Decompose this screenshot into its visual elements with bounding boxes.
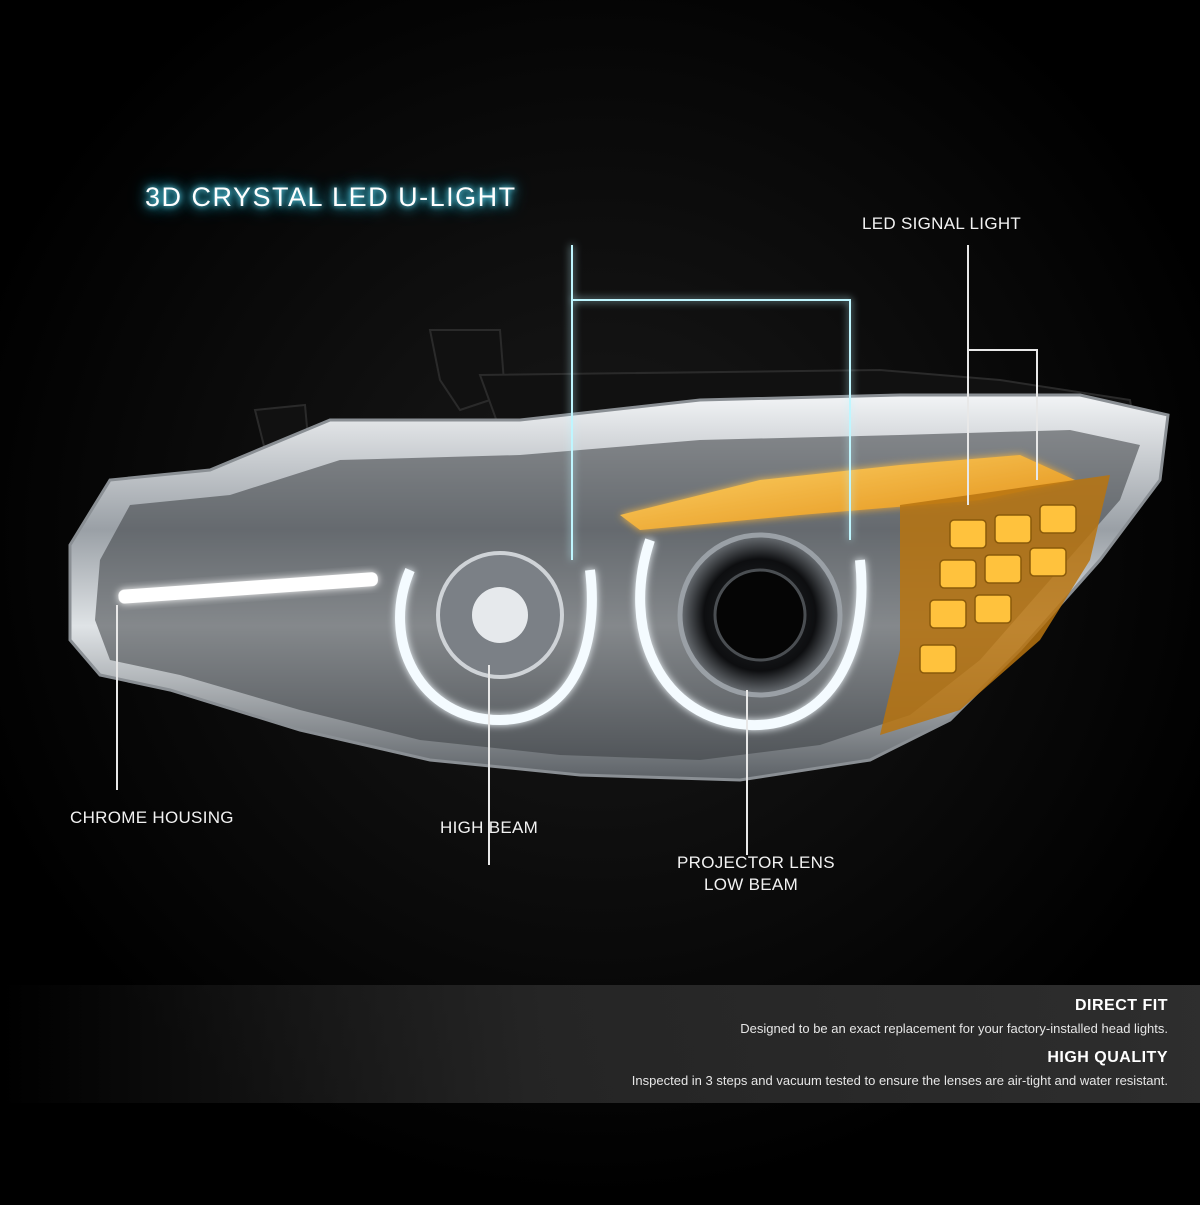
led-signal-light [620, 455, 1110, 735]
u-light-rings [395, 538, 867, 731]
callout-low-beam: LOW BEAM [704, 875, 799, 894]
feature-info-band: DIRECT FIT Designed to be an exact repla… [0, 985, 1200, 1103]
callout-lines [116, 245, 1038, 865]
feature-text-direct-fit: Designed to be an exact replacement for … [740, 1021, 1168, 1036]
feature-title: 3D CRYSTAL LED U-LIGHT [145, 182, 517, 212]
callout-chrome-housing: CHROME HOUSING [70, 808, 234, 827]
drl-bar [118, 572, 378, 604]
feature-heading-direct-fit: DIRECT FIT [1075, 997, 1168, 1014]
feature-text-high-quality: Inspected in 3 steps and vacuum tested t… [631, 1073, 1168, 1088]
callout-projector-lens: PROJECTOR LENS [677, 853, 835, 872]
callout-high-beam: HIGH BEAM [440, 818, 539, 837]
callout-led-signal: LED SIGNAL LIGHT [862, 214, 1022, 233]
feature-heading-high-quality: HIGH QUALITY [1047, 1049, 1168, 1066]
